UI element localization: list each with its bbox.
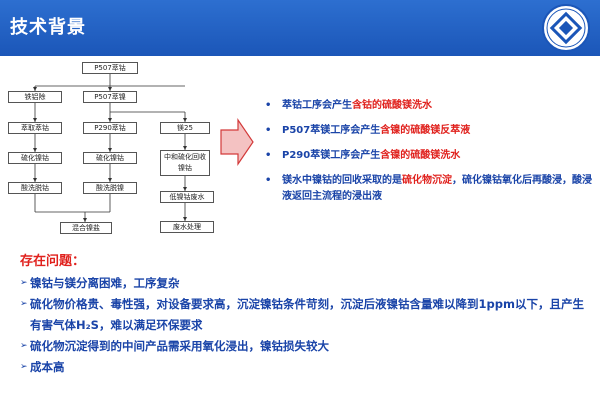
right-arrow-icon (220, 118, 254, 166)
problems-title: 存在问题： (20, 254, 86, 269)
bullet-dot-icon: • (265, 175, 272, 186)
problem-item: ➢硫化物价格贵、毒性强，对设备要求高，沉淀镍钴条件苛刻，沉淀后液镍钴含量难以降到… (20, 294, 595, 336)
triangle-bullet-icon: ➢ (20, 341, 28, 351)
problem-item: ➢硫化物沉淀得到的中间产品需采用氧化浸出，镍钴损失较大 (20, 336, 595, 357)
flow-box-waste-treatment: 废水处理 (160, 221, 214, 233)
university-seal-icon (542, 4, 590, 52)
problems-section: 存在问题： ➢镍钴与镁分离困难，工序复杂 ➢硫化物价格贵、毒性强，对设备要求高，… (20, 250, 595, 378)
triangle-bullet-icon: ➢ (20, 362, 28, 372)
flow-box-p507-co: P507萃钴 (82, 62, 138, 74)
flow-box-acid-wash-2: 酸洗脱镍 (83, 182, 137, 194)
bullet-item: •P290萃镁工序会产生含镍的硫酸镁洗水 (262, 148, 592, 164)
flow-box-p507-ni: P507萃镍 (83, 91, 137, 103)
flow-box-extract-co: 萃取萃钴 (8, 122, 62, 134)
flow-box-mg-removal: 镁25 (160, 122, 210, 134)
bullet-item: •镁水中镍钴的回收采取的是硫化物沉淀，硫化镍钴氧化后再酸浸，酸浸液返回主流程的浸… (265, 175, 592, 202)
triangle-bullet-icon: ➢ (20, 299, 28, 309)
flow-box-fe-removal: 铁铝除 (8, 91, 62, 103)
flow-box-low-ni-water: 低镍钴废水 (160, 191, 214, 203)
flow-box-sulfide-ni: 硫化镍钴 (83, 152, 137, 164)
bullet-list: •萃钴工序会产生含钴的硫酸镁洗水 •P507萃镁工序会产生含镍的硫酸镁反萃液 •… (262, 98, 592, 214)
flow-box-p290-co: P290萃钴 (83, 122, 137, 134)
flow-box-mix-salt: 混合镍盐 (60, 222, 112, 234)
bullet-item: •P507萃镁工序会产生含镍的硫酸镁反萃液 (262, 123, 592, 139)
bullet-item: •萃钴工序会产生含钴的硫酸镁洗水 (262, 98, 592, 114)
header-bar: 技术背景 (0, 0, 600, 56)
flow-box-acid-wash-1: 酸洗脱钴 (8, 182, 62, 194)
flow-box-sulfide-co: 硫化镍钴 (8, 152, 62, 164)
page-title: 技术背景 (10, 17, 86, 38)
flow-box-neutralize: 中和硫化回收镍钴 (160, 150, 210, 176)
problem-item: ➢成本高 (20, 357, 595, 378)
triangle-bullet-icon: ➢ (20, 278, 28, 288)
bullet-dot-icon: • (265, 100, 272, 111)
bullet-dot-icon: • (265, 125, 272, 136)
problem-item: ➢镍钴与镁分离困难，工序复杂 (20, 273, 595, 294)
bullet-dot-icon: • (265, 150, 272, 161)
